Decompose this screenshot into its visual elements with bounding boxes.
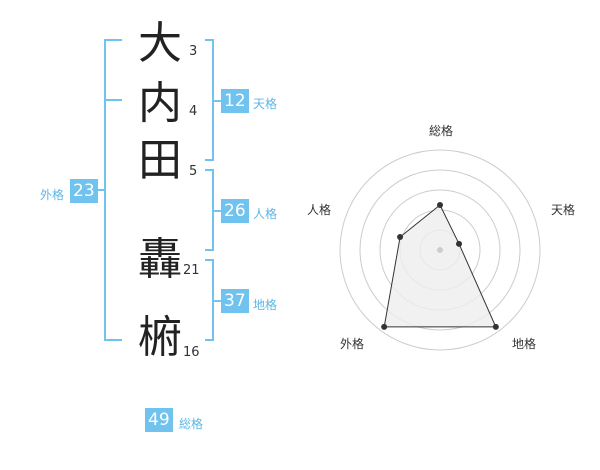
jinkaku-label: 人格 (253, 207, 278, 221)
radar-label-chikaku: 地格 (511, 337, 536, 351)
radar-ring-4 (359, 169, 521, 331)
stroke-count-1: 3 (189, 44, 198, 59)
radar-point-tenkaku (456, 240, 463, 247)
radar-point-chikaku (492, 323, 499, 330)
radar-label-gaikaku: 外格 (339, 337, 364, 351)
name-char-1: 大 (138, 18, 182, 69)
name-char-4: 轟 (138, 234, 182, 285)
chikaku-value-badge: 37 (221, 289, 249, 313)
name-char-2: 内 (138, 78, 182, 129)
tenkaku-label: 天格 (253, 97, 278, 111)
radar-label-soukaku: 総格 (428, 124, 453, 138)
radar-point-jinkaku (397, 234, 404, 241)
radar-ring-5 (339, 149, 541, 351)
name-char-3: 田 (138, 135, 182, 186)
soukaku-value-badge: 49 (145, 408, 173, 432)
radar-center-dot (437, 247, 443, 253)
stroke-count-2: 4 (189, 104, 198, 119)
soukaku-label: 総格 (179, 417, 204, 431)
gaikaku-label: 外格 (40, 188, 65, 202)
radar-point-gaikaku (381, 323, 388, 330)
radar-label-jinkaku: 人格 (306, 203, 331, 217)
radar-label-tenkaku: 天格 (550, 203, 575, 217)
name-char-5: 椨 (138, 312, 182, 363)
stroke-count-4: 21 (183, 263, 200, 278)
radar-score-polygon (383, 204, 497, 328)
jinkaku-value-badge: 26 (221, 199, 249, 223)
gaikaku-value-badge: 23 (70, 179, 98, 203)
chikaku-label: 地格 (253, 298, 278, 312)
tenkaku-value-badge: 12 (221, 89, 249, 113)
radar-points (381, 202, 499, 330)
radar-point-soukaku (437, 202, 443, 208)
stroke-count-5: 16 (183, 345, 200, 360)
stroke-count-3: 5 (189, 164, 198, 179)
